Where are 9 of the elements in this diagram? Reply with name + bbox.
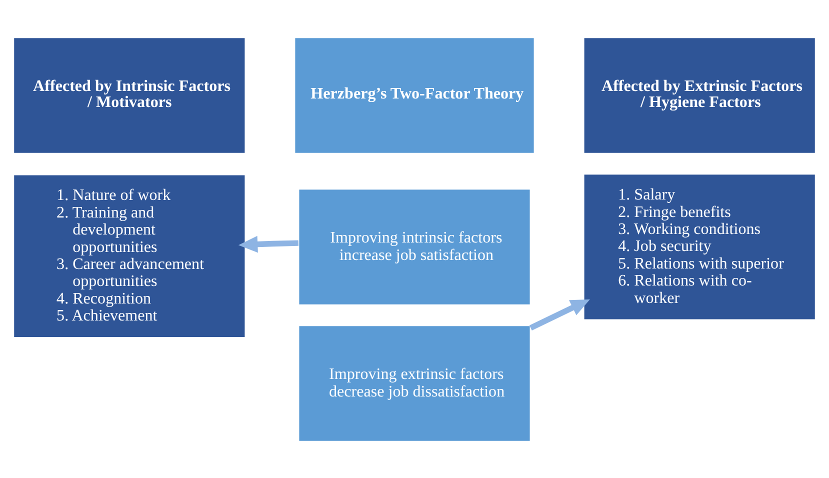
node-box: 1. Nature of work 2. Training and development opportunities 3. Career advancement opportunities 4. Recognition 5. Achievement <box>12 174 246 338</box>
arrow <box>529 298 590 330</box>
node-box: Herzberg’s Two-Factor Theory <box>294 36 535 154</box>
node-box: 1. Salary 2. Fringe benefits 3. Working conditions 4. Job security 5. Relations with superior 6. Relations with co-worker <box>583 173 816 320</box>
arrow <box>238 235 298 252</box>
node-box: Improving extrinsic factors decrease job dissatisfaction <box>298 324 531 442</box>
node-box: Affected by Extrinsic Factors / Hygiene Factors <box>583 36 816 154</box>
node-box: Affected by Intrinsic Factors / Motivators <box>12 36 246 154</box>
node-box: Improving intrinsic factors increase job satisfaction <box>298 188 531 305</box>
